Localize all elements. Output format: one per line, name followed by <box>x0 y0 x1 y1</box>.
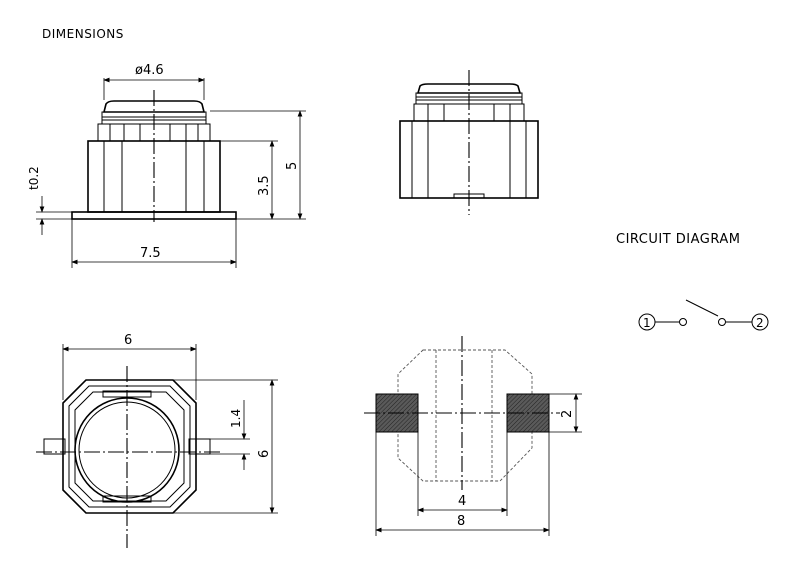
pcb-footprint: 2 4 8 <box>364 336 582 536</box>
dim-height-total: 5 <box>285 162 300 170</box>
dim-top-height: 6 <box>257 450 272 458</box>
dim-gap: 4 <box>458 494 466 509</box>
side-view: ø4.6 7.5 5 3.5 t0.2 <box>27 63 306 268</box>
circuit-title: CIRCUIT DIAGRAM <box>616 232 741 247</box>
dim-top-width: 6 <box>124 333 132 348</box>
page-title: DIMENSIONS <box>42 27 124 41</box>
dim-terminal-thickness: t0.2 <box>27 166 41 190</box>
front-view <box>399 70 539 215</box>
dim-height-body: 3.5 <box>257 175 272 196</box>
dim-span: 8 <box>457 514 465 529</box>
dim-diameter: ø4.6 <box>135 63 164 78</box>
pin1-label: 1 <box>643 316 651 330</box>
pin2-label: 2 <box>756 316 764 330</box>
circuit-diagram: 1 2 <box>638 299 769 331</box>
dim-width: 7.5 <box>140 246 161 261</box>
top-view: 6 6 1.4 <box>36 333 278 548</box>
dim-tab: 1.4 <box>229 409 243 428</box>
dim-pad-height: 2 <box>560 410 575 418</box>
